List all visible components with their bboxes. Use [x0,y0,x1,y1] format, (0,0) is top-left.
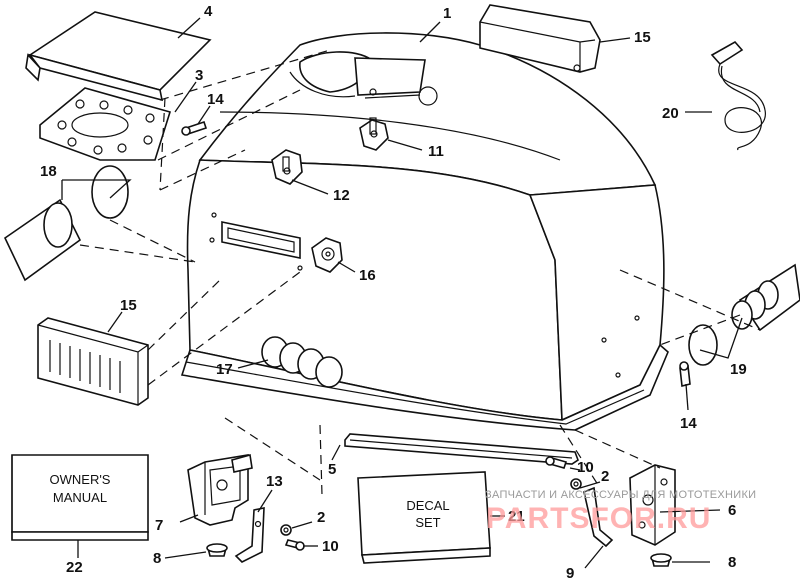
callout-19: 19 [730,361,747,378]
part-10-bolt-right [545,456,568,469]
watermark: ЗАПЧАСТИ И АКСЕССУАРЫ ДЛЯ МОТОТЕХНИКИ PA… [485,489,756,535]
callout-2-left: 2 [317,509,325,526]
callout-3: 3 [195,67,203,84]
leader-lines [61,17,743,569]
part-19-decal-right [688,263,800,366]
part-8-grommet-right [650,553,672,567]
part-22-owners-manual: OWNER'S MANUAL [11,454,149,541]
callout-4: 4 [204,3,213,20]
latch-plate-11 [359,117,389,151]
callout-16: 16 [359,267,376,284]
callout-2-right: 2 [601,468,609,485]
callout-15-top: 15 [634,29,651,46]
part-21-decal-set: DECAL SET [357,471,491,564]
callout-14-right: 14 [680,415,697,432]
callout-18: 18 [40,163,57,180]
callout-1: 1 [443,5,451,22]
part-2-washer-left [280,524,292,536]
part-8-grommet-left [206,543,228,557]
watermark-brand: PARTSFOR.RU [486,502,711,535]
part-17-plugs [261,336,343,388]
part-7-bracket-left [187,453,253,526]
callout-8-right: 8 [728,554,736,571]
decal-label-line1: DECAL [406,498,449,513]
callout-10-right: 10 [577,459,594,476]
callout-6: 6 [728,502,736,519]
latch-plate-16 [311,237,343,273]
manual-label-line2: MANUAL [53,490,107,505]
part-18-decal-left [3,165,129,282]
callout-7: 7 [155,517,163,534]
callout-22: 22 [66,559,83,576]
callout-numbers: 1 4 3 14 15 20 11 12 18 16 15 17 19 14 5… [40,3,747,580]
callout-8-left: 8 [153,550,161,567]
callout-15-left: 15 [120,297,137,314]
callout-13: 13 [266,473,283,490]
part-5-seal-strip [344,433,579,465]
part-4-cover-plate [25,11,212,102]
callout-12: 12 [333,187,350,204]
part-15-vent-top [479,4,601,73]
part-9-strap [583,486,614,548]
part-15-vent-left [37,317,149,406]
engine-cover [180,32,669,431]
part-14-screw-right [679,361,691,387]
callout-21: 21 [508,508,525,525]
manual-label-line1: OWNER'S [50,472,111,487]
assembly-lines [79,49,761,496]
watermark-caption: ЗАПЧАСТИ И АКСЕССУАРЫ ДЛЯ МОТОТЕХНИКИ [485,489,756,501]
callout-5: 5 [328,461,336,478]
part-2-washer-right [570,478,582,490]
callout-14-top: 14 [207,91,224,108]
callout-11: 11 [428,143,444,160]
part-13-strap [234,507,265,563]
part-10-bolt-left [284,539,305,551]
part-20-cable [710,40,766,151]
callout-10-left: 10 [322,538,339,555]
decal-label-line2: SET [415,515,440,530]
latch-plate-12 [271,149,303,185]
part-6-bracket-right [629,464,676,546]
part-14-screw-top [181,120,208,136]
part-3-gasket [39,87,172,161]
callout-9: 9 [566,565,574,580]
callout-20: 20 [662,105,679,122]
callout-17: 17 [216,361,233,378]
